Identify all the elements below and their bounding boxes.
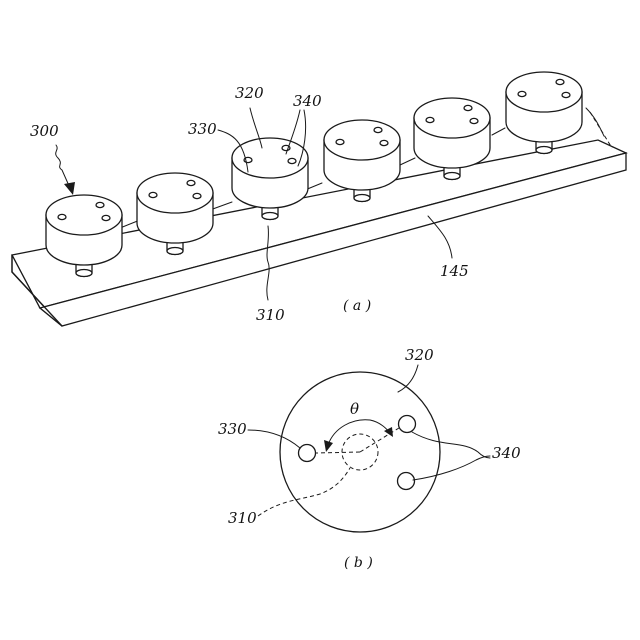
leader-300-arrowhead [64, 182, 75, 195]
caption-a: ( a ) [343, 298, 371, 314]
disk-reference-hole [149, 192, 157, 197]
hole-upper [399, 416, 416, 433]
disk-hole [556, 79, 564, 84]
leader-300 [56, 145, 70, 188]
label-b-310: 310 [228, 509, 257, 527]
disk-shaft-end [444, 173, 460, 180]
label-b-320: 320 [405, 346, 434, 364]
caption-b: ( b ) [344, 555, 373, 571]
label-340: 340 [293, 92, 322, 110]
disk-hole [187, 180, 195, 185]
label-320: 320 [235, 84, 264, 102]
disk-hole [374, 127, 382, 132]
reference-hole [299, 445, 316, 462]
disk-reference-hole [518, 91, 526, 96]
disk-top [137, 173, 213, 213]
disk-hole [380, 140, 388, 145]
label-145: 145 [440, 262, 469, 280]
disk-6 [506, 72, 582, 154]
label-b-340: 340 [492, 444, 521, 462]
label-310: 310 [256, 306, 285, 324]
disk-hole [102, 215, 110, 220]
disk-shaft-end [354, 195, 370, 202]
disk-shaft-end [536, 147, 552, 154]
disk-top [232, 138, 308, 178]
disk-hole [464, 105, 472, 110]
disk-top [414, 98, 490, 138]
disk-hole [288, 158, 296, 163]
disk-reference-hole [58, 214, 66, 219]
diagram-a: 300 320 340 330 310 145 ( a ) [12, 72, 626, 326]
hole-lower [398, 473, 415, 490]
disk-reference-hole [426, 117, 434, 122]
disk-top [506, 72, 582, 112]
disk-shaft-end [262, 213, 278, 220]
disk-top [46, 195, 122, 235]
disk-shaft-end [76, 270, 92, 277]
label-330: 330 [188, 120, 217, 138]
disk-hole [193, 193, 201, 198]
label-b-330: 330 [218, 420, 247, 438]
disk-reference-hole [336, 139, 344, 144]
label-300: 300 [30, 122, 59, 140]
disk-top [324, 120, 400, 160]
disk-hole [96, 202, 104, 207]
disk-hole [562, 92, 570, 97]
disk-shaft-end [167, 248, 183, 255]
label-b-theta: θ [350, 400, 359, 418]
diagram-b: 320 θ 330 340 310 ( b ) [218, 346, 521, 571]
disk-hole [470, 118, 478, 123]
